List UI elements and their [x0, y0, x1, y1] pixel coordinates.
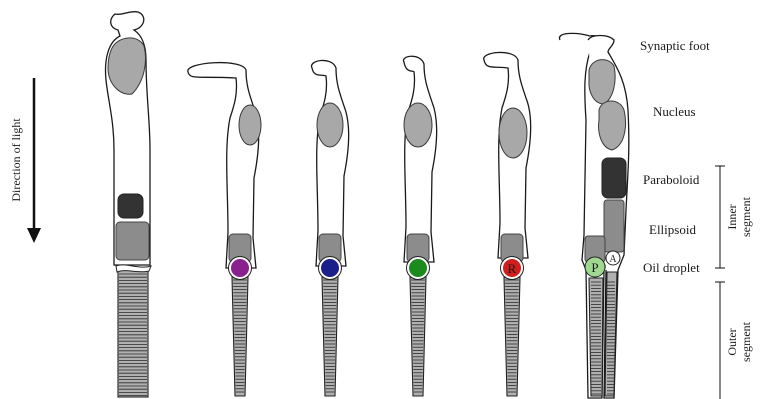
oil-droplet-label: Oil droplet: [643, 260, 700, 275]
double-cone-lower-nucleus: [599, 101, 626, 150]
inner-segment-bracket: Inner segment: [715, 166, 753, 268]
single-cone-3: [403, 56, 436, 396]
rod-paraboloid: [118, 194, 143, 218]
single-cone-2: [312, 60, 349, 396]
direction-of-light-label: Direction of light: [9, 118, 23, 202]
outer-segment-bracket: Outer segment: [715, 282, 753, 399]
inner-segment-label-2: segment: [739, 196, 753, 237]
oil-droplet-single-cone-blue: [320, 258, 340, 278]
cone-nucleus: [317, 103, 343, 147]
cone-outer-segment: [232, 277, 248, 396]
synaptic-foot-label: Synaptic foot: [640, 38, 710, 53]
cone-nucleus: [499, 108, 527, 158]
double-cone-accessory-ellipsoid: [604, 200, 624, 252]
oil-droplet-single-cone-green: [408, 258, 428, 278]
droplet-accessory: A: [606, 251, 620, 265]
ellipsoid-label: Ellipsoid: [649, 222, 696, 237]
single-cone-1: [188, 63, 261, 396]
cone-outer-segment: [322, 277, 338, 396]
droplet-principal: P: [585, 257, 605, 277]
rod-outer-segment: [118, 270, 148, 397]
cone-nucleus: [239, 105, 261, 145]
light-arrow-head: [27, 228, 41, 243]
inner-segment-label-1: Inner: [725, 204, 739, 229]
nucleus-label: Nucleus: [653, 104, 696, 119]
rod-cilium-junction: [116, 265, 151, 272]
cone-nucleus: [404, 103, 432, 147]
outer-segment-label-2: segment: [739, 321, 753, 362]
cone-outer-segment: [504, 277, 520, 396]
rod-ellipsoid: [116, 222, 149, 260]
cone-outline: [403, 56, 436, 262]
double-cone-cell: P A: [559, 33, 628, 398]
droplet-letter: R: [508, 261, 517, 276]
oil-droplet-single-cone-violet: [230, 258, 250, 278]
double-cone-paraboloid: [602, 158, 626, 198]
single-cone-4: R: [484, 52, 531, 396]
cone-outer-segment: [410, 277, 426, 396]
single-cones: R: [188, 52, 531, 396]
outer-segment-label-1: Outer: [725, 328, 739, 355]
droplet-letter-a: A: [609, 254, 617, 265]
paraboloid-label: Paraboloid: [643, 172, 700, 187]
rod-cell: [106, 12, 151, 397]
droplet-letter-p: P: [591, 260, 598, 275]
direction-of-light-indicator: Direction of light: [9, 78, 41, 243]
